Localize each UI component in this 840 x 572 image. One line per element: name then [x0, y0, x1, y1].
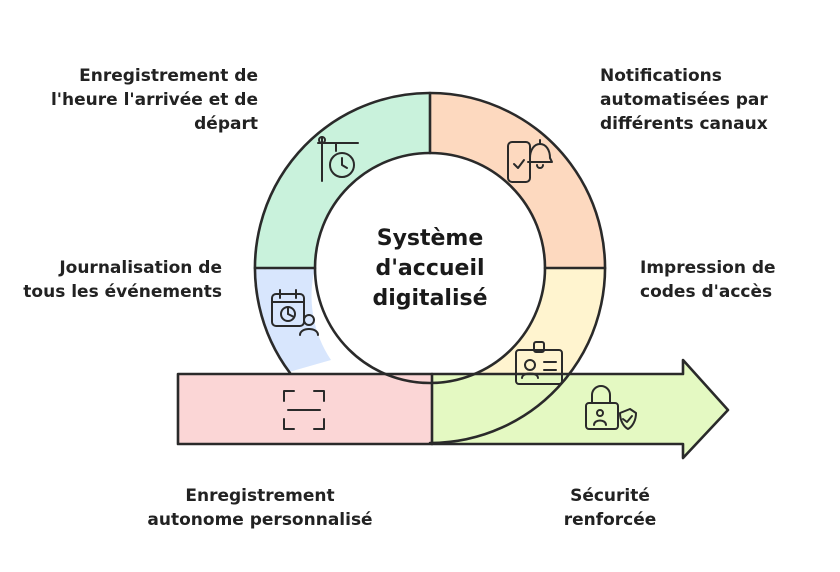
- calendar-user-icon: [271, 289, 319, 336]
- segment-time-record: [255, 93, 430, 268]
- segment-notifications: [430, 93, 605, 268]
- scan-icon: [283, 390, 325, 430]
- label-notifications: Notifications automatisées par différent…: [600, 66, 768, 134]
- label-event-log: Journalisation de tous les événements: [23, 258, 222, 302]
- bar-outline: [176, 358, 730, 460]
- phone-bell-icon: [507, 139, 553, 183]
- badge-icon: [515, 341, 563, 385]
- clock-icon: [317, 136, 359, 182]
- label-access-codes: Impression de codes d'accès: [640, 258, 776, 302]
- center-title: Système d'accueil digitalisé: [372, 226, 488, 311]
- segment-security: [432, 360, 728, 458]
- label-security: Sécurité renforcée: [563, 486, 657, 530]
- label-self-register: Enregistrement autonome personnalisé: [147, 486, 373, 530]
- lock-shield-icon: [585, 385, 637, 430]
- label-time-record: Enregistrement de l'heure l'arrivée et d…: [50, 66, 258, 134]
